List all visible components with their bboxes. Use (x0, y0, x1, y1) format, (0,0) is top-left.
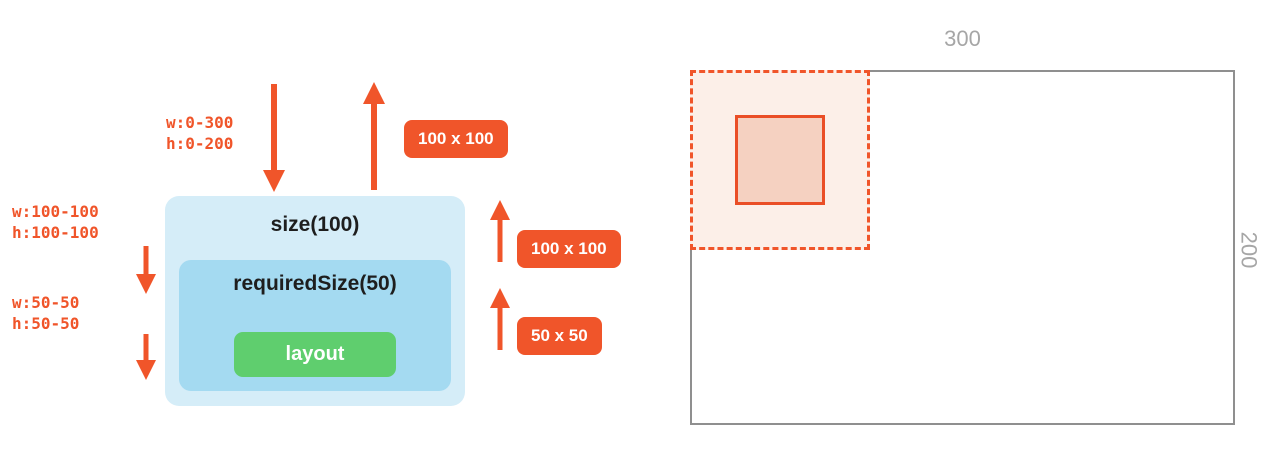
arrow-up-icon (490, 288, 510, 350)
parent-width-label: 300 (944, 26, 981, 51)
incoming-constraints-top: w:0-300 h:0-200 (166, 112, 233, 154)
required-size-modifier-label: requiredSize(50) (233, 272, 397, 295)
layout-size-badge: 50 x 50 (517, 317, 602, 355)
size-modifier-box: size(100) requiredSize(50) layout (165, 196, 465, 406)
arrow-up-icon (363, 82, 385, 190)
constraint-width-label: w:50-50 (12, 293, 80, 312)
constraint-height-label: h:100-100 (12, 223, 99, 242)
resolved-size-badge: 100 x 100 (404, 120, 508, 158)
arrow-down-icon (263, 84, 285, 192)
parent-height-label: 200 (1236, 231, 1262, 269)
arrow-down-icon (136, 246, 156, 294)
incoming-constraints-bottom: w:50-50 h:50-50 (12, 292, 79, 334)
layout-node: layout (234, 332, 396, 377)
arrow-up-icon (490, 200, 510, 262)
arrow-down-icon (136, 334, 156, 380)
constraint-width-label: w:0-300 (166, 113, 234, 132)
incoming-constraints-mid: w:100-100 h:100-100 (12, 201, 99, 243)
constraint-height-label: h:0-200 (166, 134, 234, 153)
measured-size-badge: 100 x 100 (517, 230, 621, 268)
required-size-modifier-box: requiredSize(50) layout (179, 260, 451, 391)
constraint-height-label: h:50-50 (12, 314, 80, 333)
constraint-width-label: w:100-100 (12, 202, 99, 221)
size-modifier-label: size(100) (270, 213, 360, 236)
layout-size-region (735, 115, 825, 205)
